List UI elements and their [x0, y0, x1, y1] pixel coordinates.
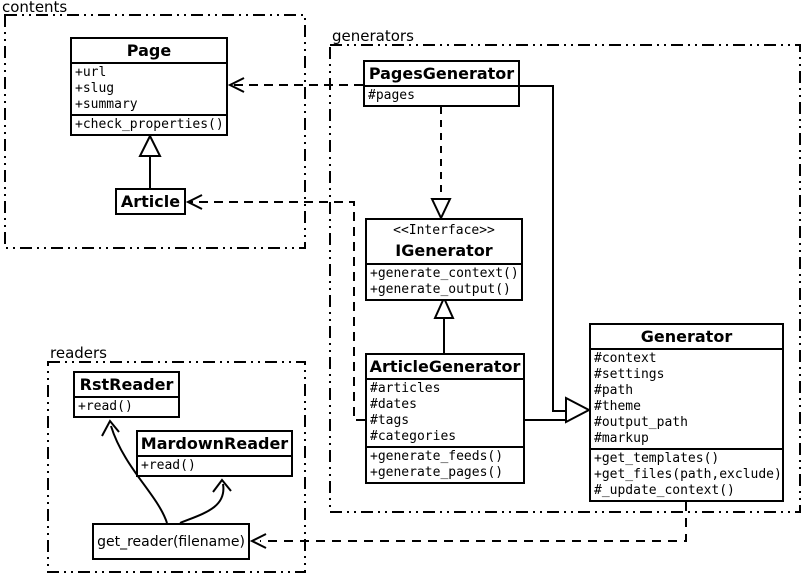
class-page: Page +url +slug +summary +check_properti…: [70, 37, 228, 136]
method: +generate_output(): [370, 282, 511, 297]
attribute: #pages: [368, 88, 415, 103]
class-generator-title: Generator: [640, 327, 733, 346]
dependency-arrowhead-page: [227, 77, 245, 93]
attribute: +slug: [75, 81, 115, 96]
method: +read(): [78, 399, 133, 414]
attribute: +url: [75, 65, 107, 80]
dependency-arrowhead-article: [185, 194, 203, 210]
class-page-title: Page: [126, 41, 172, 60]
arrowhead-mardownreader: [212, 478, 232, 493]
class-article: Article: [115, 188, 186, 215]
class-articlegenerator-title: ArticleGenerator: [369, 357, 521, 376]
arrow-curve-getreader-mardownreader: [179, 483, 225, 524]
class-generator-attributes: #context #settings #path #theme #output_…: [591, 348, 782, 448]
method: +get_templates(): [594, 451, 720, 466]
class-rstreader: RstReader +read(): [73, 371, 180, 418]
package-generators-border: [329, 44, 801, 513]
package-readers-border: [47, 361, 306, 573]
package-label-contents: contents: [2, 0, 68, 16]
method: +generate_feeds(): [370, 449, 504, 464]
method: #_update_context(): [594, 483, 735, 498]
inheritance-line-pagesgenerator-generator: [520, 85, 566, 412]
attribute: #dates: [370, 397, 417, 412]
package-contents-border: [4, 14, 306, 249]
class-generator: Generator #context #settings #path #them…: [589, 323, 784, 502]
class-articlegenerator-attributes: #articles #dates #tags #categories: [367, 378, 523, 446]
attribute: #settings: [594, 367, 665, 382]
dependency-line-generator-getreader: [260, 502, 687, 542]
class-pagesgenerator-attributes: #pages: [365, 85, 518, 105]
class-mardownreader: MardownReader +read(): [136, 430, 293, 477]
realization-triangle-igenerator-bottom: [433, 295, 455, 319]
class-mardownreader-title: MardownReader: [140, 434, 289, 453]
dependency-arrowhead-getreader: [249, 533, 267, 549]
package-label-generators: generators: [332, 27, 414, 45]
class-igenerator: <<Interface>> IGenerator +generate_conte…: [365, 218, 523, 301]
arrow-curve-getreader-rstreader: [110, 425, 168, 524]
class-rstreader-title: RstReader: [79, 375, 174, 394]
class-igenerator-stereotype: <<Interface>>: [393, 223, 495, 238]
class-page-methods: +check_properties(): [72, 114, 226, 134]
class-igenerator-methods: +generate_context() +generate_output(): [367, 263, 521, 299]
method: +generate_context(): [370, 266, 519, 281]
class-mardownreader-methods: +read(): [138, 455, 291, 475]
class-articlegenerator: ArticleGenerator #articles #dates #tags …: [365, 353, 525, 484]
attribute: #context: [594, 351, 657, 366]
class-generator-methods: +get_templates() +get_files(path,exclude…: [591, 448, 782, 500]
dependency-line-articlegenerator-article: [190, 201, 365, 421]
class-articlegenerator-methods: +generate_feeds() +generate_pages(): [367, 446, 523, 482]
attribute: #tags: [370, 413, 410, 428]
attribute: #categories: [370, 429, 457, 444]
attribute: +summary: [75, 97, 138, 112]
class-rstreader-methods: +read(): [75, 396, 178, 416]
attribute: #output_path: [594, 415, 688, 430]
attribute: #theme: [594, 399, 641, 414]
inheritance-triangle-generator: [565, 396, 592, 424]
method: +get_files(path,exclude): [594, 467, 782, 482]
inheritance-triangle-article-page: [138, 133, 162, 157]
class-pagesgenerator-title: PagesGenerator: [368, 64, 515, 83]
realization-triangle-igenerator-top: [430, 198, 452, 221]
method: +check_properties(): [75, 117, 224, 132]
method: +generate_pages(): [370, 465, 504, 480]
arrowhead-rstreader: [101, 419, 120, 437]
class-article-title: Article: [120, 192, 181, 211]
attribute: #path: [594, 383, 634, 398]
class-igenerator-title: IGenerator: [395, 241, 493, 260]
class-page-attributes: +url +slug +summary: [72, 62, 226, 114]
function-box-get-reader: get_reader(filename): [92, 523, 250, 560]
attribute: #articles: [370, 381, 441, 396]
class-pagesgenerator: PagesGenerator #pages: [363, 60, 520, 107]
attribute: #markup: [594, 431, 649, 446]
method: +read(): [141, 458, 196, 473]
package-label-readers: readers: [50, 344, 107, 362]
